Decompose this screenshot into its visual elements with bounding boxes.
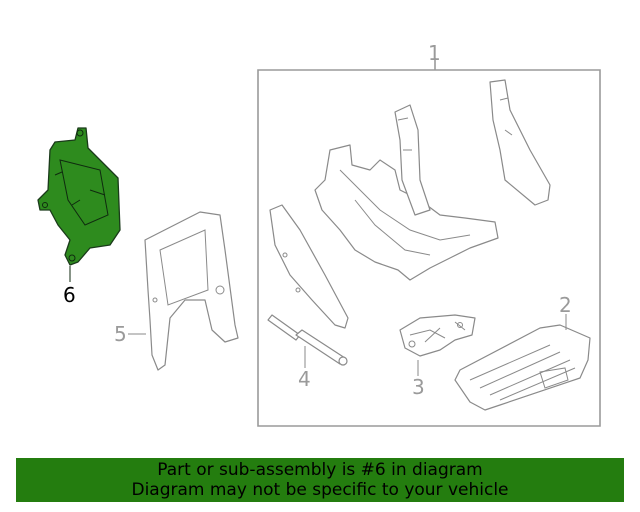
callout-5: 5 [114,322,127,346]
callout-2: 2 [559,293,572,317]
part-1-bracket-assembly[interactable] [314,79,551,281]
banner-line-1: Part or sub-assembly is #6 in diagram [157,460,483,480]
part-3-latch[interactable] [399,314,476,357]
callout-1: 1 [428,41,441,65]
assembly-frame [257,58,601,427]
banner-line-2: Diagram may not be specific to your vehi… [131,480,509,500]
part-2-cover[interactable] [454,324,591,411]
info-banner: Part or sub-assembly is #6 in diagram Di… [16,458,624,502]
part-5-mount-bracket[interactable] [144,211,239,371]
callout-4: 4 [298,367,311,391]
part-6-bracket-highlighted[interactable] [37,127,121,266]
callout-3: 3 [412,375,425,399]
callout-6: 6 [63,283,76,307]
part-4-strut[interactable] [267,314,348,366]
part-1-side-plate[interactable] [269,204,349,329]
